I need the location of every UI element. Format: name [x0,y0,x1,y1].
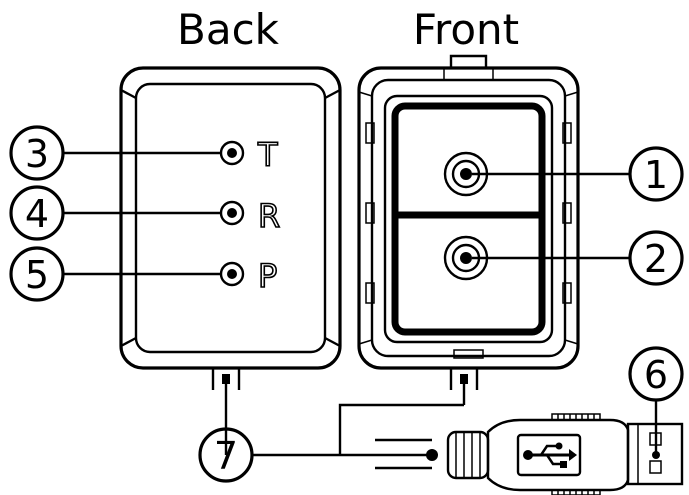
pin-label-t: T [257,136,278,174]
callout-2: 2 [628,230,684,286]
callout-4: 4 [9,185,65,241]
callout-5-label: 5 [25,253,49,297]
pin-dot-p [227,269,237,279]
pin-label-r: R [258,197,280,235]
callout-7-label: 7 [214,434,238,478]
usb-icon [523,442,577,468]
callout-6: 6 [628,346,684,402]
back-stem [211,368,241,455]
callout-1-label: 1 [644,153,668,197]
callout-6-label: 6 [644,353,668,397]
callout-7: 7 [198,427,254,483]
front-stem [449,368,479,405]
jack-1 [443,151,489,197]
heading-back: Back [177,5,280,54]
heading-front: Front [413,5,519,54]
callout-5: 5 [9,246,65,302]
callout-3: 3 [9,125,65,181]
pin-label-p: P [258,257,277,295]
callout-4-label: 4 [25,192,49,236]
front-housing [357,54,580,370]
callout-2-label: 2 [644,237,668,281]
cable-lines [252,403,464,470]
callout-1: 1 [628,146,684,202]
pin-dot-r [227,208,237,218]
back-housing [119,66,342,370]
pin-dot-t [227,148,237,158]
callout-3-label: 3 [25,132,49,176]
